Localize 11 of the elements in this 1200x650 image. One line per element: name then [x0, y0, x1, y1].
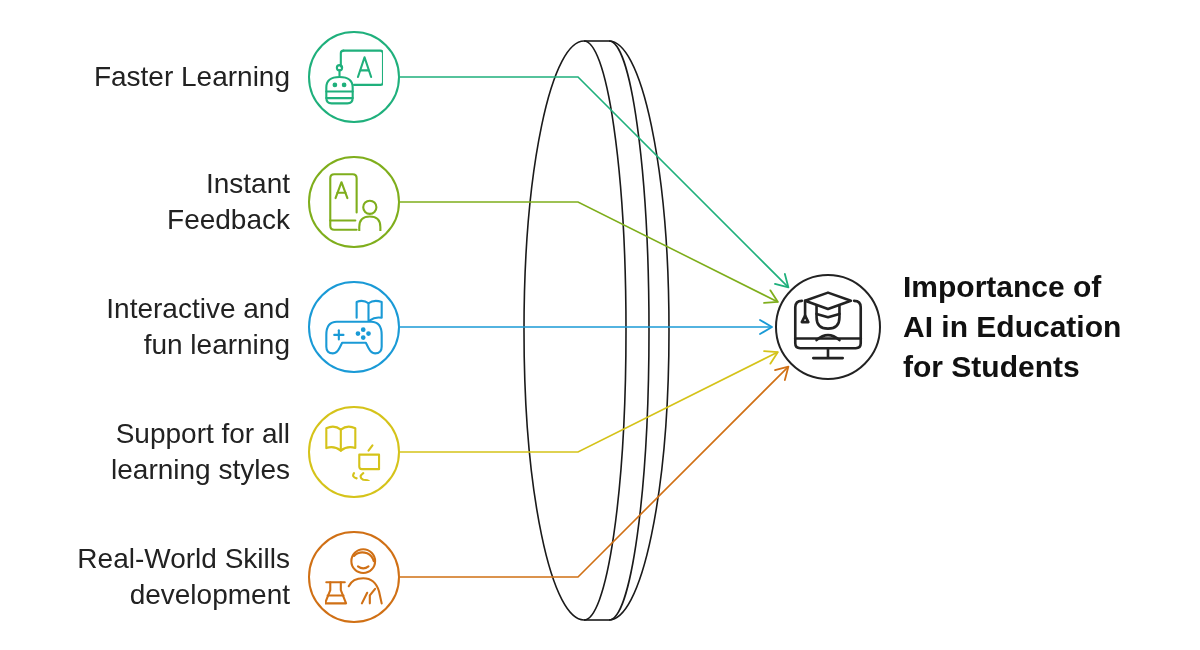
node-label: Real-World Skills development	[76, 542, 290, 612]
node-label: Support for all learning styles	[110, 417, 290, 487]
topic-heading: Importance of AI in Education for Students	[903, 269, 1123, 385]
arrow	[399, 76, 790, 289]
arrow	[399, 365, 790, 578]
node-label: Faster Learning	[92, 60, 290, 94]
node-label: Interactive and fun learning	[105, 292, 290, 362]
node-label: Instant Feedback	[166, 167, 290, 237]
arrow	[399, 201, 779, 304]
arrow	[399, 319, 773, 335]
arrow	[399, 350, 779, 453]
